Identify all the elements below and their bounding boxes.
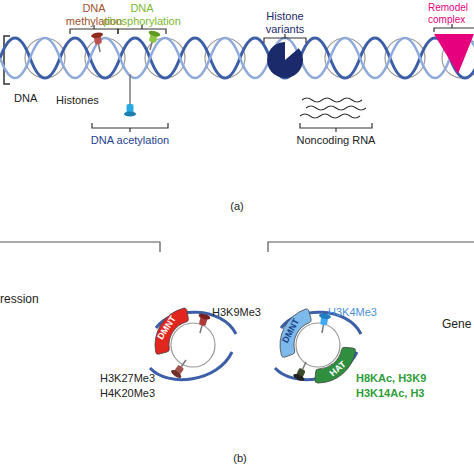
pin-needle bbox=[129, 74, 131, 104]
histone-mark-label: H3K27Me3 bbox=[100, 372, 170, 385]
pin-cap bbox=[124, 112, 136, 117]
dna-strand bbox=[0, 38, 474, 78]
nucleosome bbox=[296, 323, 340, 367]
annotation-label: Histones bbox=[56, 94, 116, 107]
annotation-label: DNA phosphorylation bbox=[97, 2, 187, 27]
histone-mark-label: H8KAc, H3K9 bbox=[356, 372, 474, 385]
pin-needle bbox=[99, 44, 100, 52]
state-label: Gene bbox=[442, 318, 474, 332]
rna-squiggle bbox=[306, 106, 366, 110]
annotation-label: Noncoding RNA bbox=[281, 134, 391, 147]
annotation-label: Remodel complex bbox=[428, 2, 474, 25]
pin-needle bbox=[150, 42, 152, 50]
pin-marker bbox=[144, 30, 161, 52]
panel-label: (b) bbox=[220, 452, 260, 465]
remodel-triangle bbox=[434, 34, 474, 74]
pin-marker bbox=[170, 357, 191, 380]
enzyme-arc-shape bbox=[280, 309, 311, 357]
pin-cap bbox=[198, 313, 211, 321]
annotation-label: DNA bbox=[14, 92, 54, 105]
histone-mark-label: H3K4Me3 bbox=[328, 306, 398, 319]
pin-marker bbox=[91, 32, 106, 53]
pin-marker bbox=[292, 359, 311, 382]
panel-frame bbox=[0, 242, 160, 252]
pin-needle bbox=[303, 362, 306, 369]
pin-needle bbox=[181, 360, 186, 367]
enzyme-arc-shape bbox=[315, 347, 356, 383]
annotation-label: Histone variants bbox=[256, 10, 314, 35]
dna-strand bbox=[0, 38, 474, 78]
enzyme-arc: DMNT bbox=[155, 307, 231, 383]
arc-outline bbox=[280, 307, 356, 383]
histone-mark-label: H4K20Me3 bbox=[100, 387, 170, 400]
panel-label: (a) bbox=[217, 200, 257, 213]
pin-cap bbox=[148, 30, 161, 38]
label-bracket bbox=[434, 24, 474, 32]
pin-needle bbox=[322, 325, 323, 333]
annotation-label: DNA acetylation bbox=[75, 134, 185, 147]
pin-cap bbox=[170, 368, 183, 379]
nucleosome bbox=[171, 323, 215, 367]
pin-marker bbox=[194, 313, 211, 335]
panel-frame bbox=[268, 242, 474, 252]
pin-needle bbox=[200, 325, 202, 333]
histone-variant-shape bbox=[267, 42, 303, 78]
label-bracket bbox=[300, 123, 372, 132]
label-bracket bbox=[92, 123, 168, 132]
enzyme-arc: HAT bbox=[280, 307, 356, 383]
pin-cap bbox=[292, 373, 305, 383]
dna-strand bbox=[150, 352, 232, 380]
enzyme-arc-shape bbox=[155, 308, 188, 354]
label-bracket bbox=[264, 34, 306, 43]
histone-mark-label: H3K14Ac, H3 bbox=[356, 387, 474, 400]
rna-squiggle bbox=[302, 98, 362, 102]
rna-squiggle bbox=[300, 114, 360, 118]
pin-marker bbox=[124, 74, 136, 117]
histone-mark-label: H3K9Me3 bbox=[212, 306, 282, 319]
state-label: ression bbox=[0, 293, 60, 307]
pin-cap bbox=[91, 32, 104, 39]
